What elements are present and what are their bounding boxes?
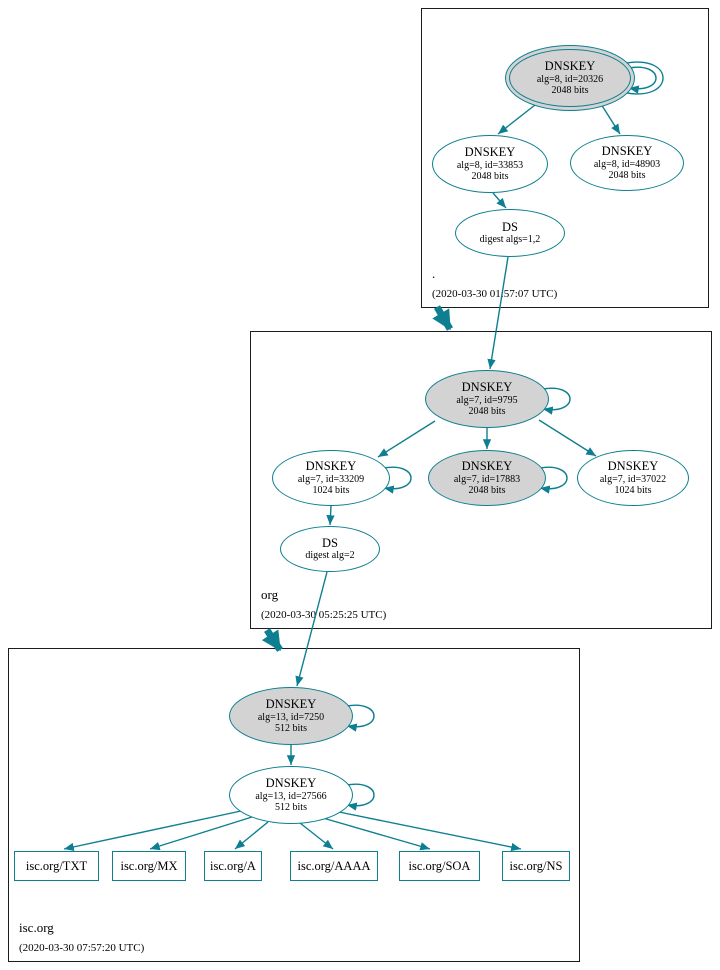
node-bits: 512 bits xyxy=(275,802,307,814)
node-title: DNSKEY xyxy=(265,775,317,790)
node-detail: alg=8, id=48903 xyxy=(593,158,661,170)
dnskey-node-isc-ksk: DNSKEY alg=13, id=7250 512 bits xyxy=(229,687,353,745)
rrset-node-txt: isc.org/TXT xyxy=(14,851,99,881)
dnskey-node-isc-zsk: DNSKEY alg=13, id=27566 512 bits xyxy=(229,766,353,824)
node-title: DNSKEY xyxy=(461,379,513,394)
dnskey-node-org-zsk1: DNSKEY alg=7, id=33209 1024 bits xyxy=(272,450,390,506)
ds-node-org: DS digest alg=2 xyxy=(280,526,380,572)
node-detail: alg=7, id=9795 xyxy=(456,394,518,406)
dnskey-node-root-zsk2: DNSKEY alg=8, id=48903 2048 bits xyxy=(570,135,684,191)
zone-box-isc-org: isc.org (2020-03-30 07:57:20 UTC) xyxy=(8,648,580,962)
node-bits: 2048 bits xyxy=(608,170,646,182)
node-title: DNSKEY xyxy=(305,458,357,473)
rrset-node-aaaa: isc.org/AAAA xyxy=(290,851,378,881)
zone-name-org: org xyxy=(261,587,279,602)
node-bits: 1024 bits xyxy=(614,485,652,497)
node-bits: 2048 bits xyxy=(468,485,506,497)
zone-timestamp-isc-org: (2020-03-30 07:57:20 UTC) xyxy=(19,942,145,954)
node-bits: 2048 bits xyxy=(551,85,589,97)
ds-node-root: DS digest algs=1,2 xyxy=(455,209,565,257)
dnskey-node-root-ksk: DNSKEY alg=8, id=20326 2048 bits xyxy=(505,45,635,111)
node-detail: digest alg=2 xyxy=(305,550,355,562)
node-title: DNSKEY xyxy=(607,458,659,473)
node-detail: alg=7, id=37022 xyxy=(599,473,667,485)
zone-name-isc-org: isc.org xyxy=(19,920,54,935)
rrset-node-mx: isc.org/MX xyxy=(112,851,186,881)
zone-name-root: . xyxy=(432,266,436,281)
node-title: DNSKEY xyxy=(265,696,317,711)
node-detail: alg=7, id=33209 xyxy=(297,473,365,485)
rrset-node-soa: isc.org/SOA xyxy=(399,851,480,881)
dnskey-node-org-ksk: DNSKEY alg=7, id=9795 2048 bits xyxy=(425,370,549,428)
edge-delegation-org-to-isc xyxy=(261,628,283,652)
node-title: DNSKEY xyxy=(461,458,513,473)
node-title: DS xyxy=(502,219,518,234)
node-detail: alg=13, id=27566 xyxy=(255,790,327,802)
node-bits: 1024 bits xyxy=(312,485,350,497)
dnskey-node-root-zsk1: DNSKEY alg=8, id=33853 2048 bits xyxy=(432,135,548,193)
node-title: DNSKEY xyxy=(464,144,516,159)
node-title: DNSKEY xyxy=(601,143,653,158)
node-title: DNSKEY xyxy=(544,58,596,73)
node-bits: 512 bits xyxy=(275,723,307,735)
edge-delegation-root-to-org xyxy=(432,305,454,331)
node-detail: alg=8, id=33853 xyxy=(456,159,524,171)
node-detail: alg=7, id=17883 xyxy=(453,473,521,485)
node-bits: 2048 bits xyxy=(468,406,506,418)
dnskey-node-org-zsk2: DNSKEY alg=7, id=17883 2048 bits xyxy=(428,450,546,506)
zone-timestamp-root: (2020-03-30 01:57:07 UTC) xyxy=(432,288,558,300)
node-title: DS xyxy=(322,535,338,550)
node-detail: alg=13, id=7250 xyxy=(257,711,325,723)
zone-timestamp-org: (2020-03-30 05:25:25 UTC) xyxy=(261,609,387,621)
node-bits: 2048 bits xyxy=(471,171,509,183)
node-detail: alg=8, id=20326 xyxy=(536,73,604,85)
dnskey-node-org-zsk3: DNSKEY alg=7, id=37022 1024 bits xyxy=(577,450,689,506)
rrset-node-a: isc.org/A xyxy=(204,851,262,881)
rrset-node-ns: isc.org/NS xyxy=(502,851,570,881)
node-detail: digest algs=1,2 xyxy=(479,234,541,246)
